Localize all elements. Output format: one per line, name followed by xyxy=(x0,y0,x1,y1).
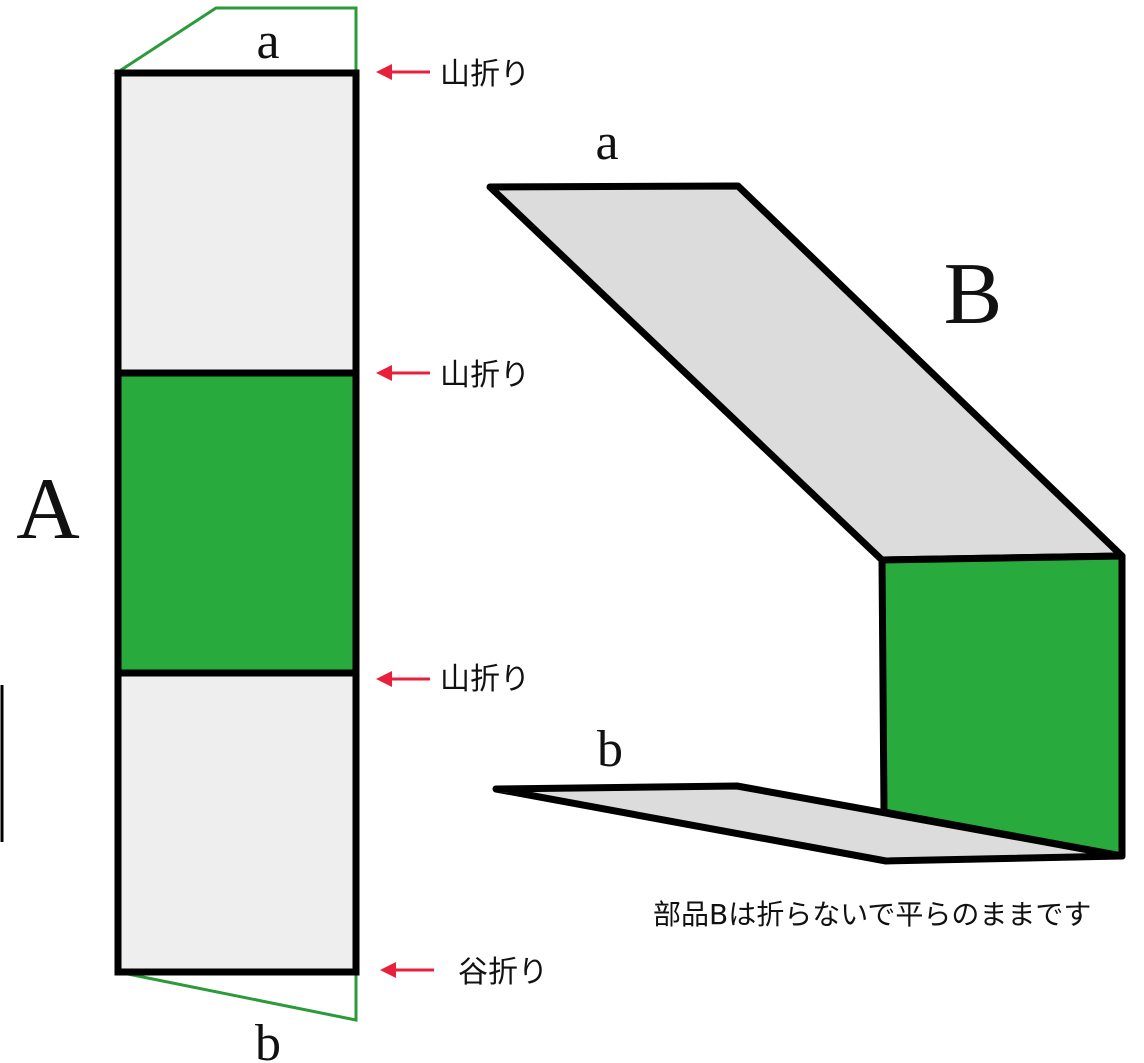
part-b-note: 部品Bは折らないで平らのままです xyxy=(653,898,1091,931)
part-a: a b A 山折り 山折り 山折り 谷折り xyxy=(0,6,548,1063)
part-a-bottom-flap xyxy=(117,970,358,1022)
part-a-top-flap-label: a xyxy=(256,13,279,70)
part-b-label: B xyxy=(944,246,1003,343)
fold-label-3: 山折り xyxy=(440,662,530,697)
fold-label-4: 谷折り xyxy=(458,955,548,990)
part-a-bottom-flap-label: b xyxy=(255,1015,281,1063)
fold-arrow-head-4 xyxy=(380,962,396,978)
part-a-upper-panel xyxy=(114,69,360,377)
fold-label-1: 山折り xyxy=(440,57,530,92)
part-b-top-panel xyxy=(486,182,1126,564)
fold-marker-1: 山折り xyxy=(376,57,530,92)
part-b-side-panel xyxy=(878,552,1126,860)
part-a-top-flap xyxy=(112,6,358,74)
fold-label-2: 山折り xyxy=(440,358,530,393)
part-a-label: A xyxy=(16,461,80,558)
fold-arrow-head-3 xyxy=(376,671,392,687)
fold-marker-2: 山折り xyxy=(376,358,530,393)
part-a-middle-panel xyxy=(114,369,360,677)
part-a-lower-panel xyxy=(114,669,360,976)
fold-arrow-head-1 xyxy=(376,64,392,80)
fold-marker-3: 山折り xyxy=(376,662,530,697)
fold-marker-4: 谷折り xyxy=(380,955,548,990)
part-b-top-flap-label: a xyxy=(595,114,618,171)
part-b: a b B 部品Bは折らないで平らのままです xyxy=(486,114,1126,931)
part-b-bottom-flap-label: b xyxy=(597,721,623,778)
fold-arrow-head-2 xyxy=(376,365,392,381)
